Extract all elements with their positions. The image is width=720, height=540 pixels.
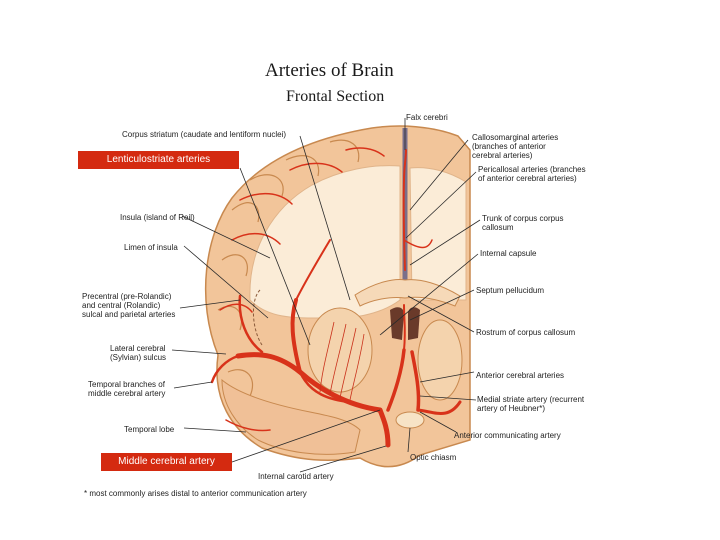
highlight-middle-cerebral-artery: Middle cerebral artery xyxy=(101,453,232,471)
highlight-lenticulostriate-arteries: Lenticulostriate arteries xyxy=(78,151,239,169)
white-matter xyxy=(249,165,401,319)
label-lateral-cerebral-sulcus: Lateral cerebral (Sylvian) sulcus xyxy=(110,344,167,362)
corpus-callosum xyxy=(354,279,461,307)
label-pericallosal-arteries: Pericallosal arteries (branches of anter… xyxy=(478,165,586,183)
label-temporal-branches: Temporal branches of middle cerebral art… xyxy=(88,380,166,398)
label-internal-carotid-artery: Internal carotid artery xyxy=(258,472,334,481)
diagram-title: Arteries of Brain xyxy=(265,60,394,81)
footnote: * most commonly arises distal to anterio… xyxy=(84,489,307,498)
label-corpus-striatum: Corpus striatum (caudate and lentiform n… xyxy=(122,130,287,139)
label-medial-striate-artery: Medial striate artery (recurrent artery … xyxy=(477,395,585,413)
label-rostrum-corpus-callosum: Rostrum of corpus callosum xyxy=(476,328,576,337)
temporal-lobe xyxy=(221,378,361,455)
diagram-subtitle: Frontal Section xyxy=(286,88,385,105)
label-callosomarginal-arteries: Callosomarginal arteries (branches of an… xyxy=(472,133,559,160)
internal-carotid-artery-path xyxy=(377,407,391,448)
label-precentral-central-arteries: Precentral (pre-Rolandic) and central (R… xyxy=(82,292,176,319)
label-limen-of-insula: Limen of insula xyxy=(124,243,178,252)
label-anterior-cerebral-arteries: Anterior cerebral arteries xyxy=(476,371,565,380)
label-internal-capsule: Internal capsule xyxy=(480,249,537,258)
label-temporal-lobe: Temporal lobe xyxy=(124,425,175,434)
arteries xyxy=(210,147,462,448)
label-trunk-corpus-callosum: Trunk of corpus corpus callosum xyxy=(482,214,564,232)
label-septum-pellucidum: Septum pellucidum xyxy=(476,286,545,295)
label-optic-chiasm: Optic chiasm xyxy=(410,453,457,462)
label-insula: Insula (island of Reil) xyxy=(120,213,195,222)
anterior-cerebral-artery-path xyxy=(386,348,406,412)
label-anterior-communicating-artery: Anterior communicating artery xyxy=(454,431,561,440)
label-falx-cerebri: Falx cerebri xyxy=(406,113,448,122)
leader-lines xyxy=(171,118,481,473)
